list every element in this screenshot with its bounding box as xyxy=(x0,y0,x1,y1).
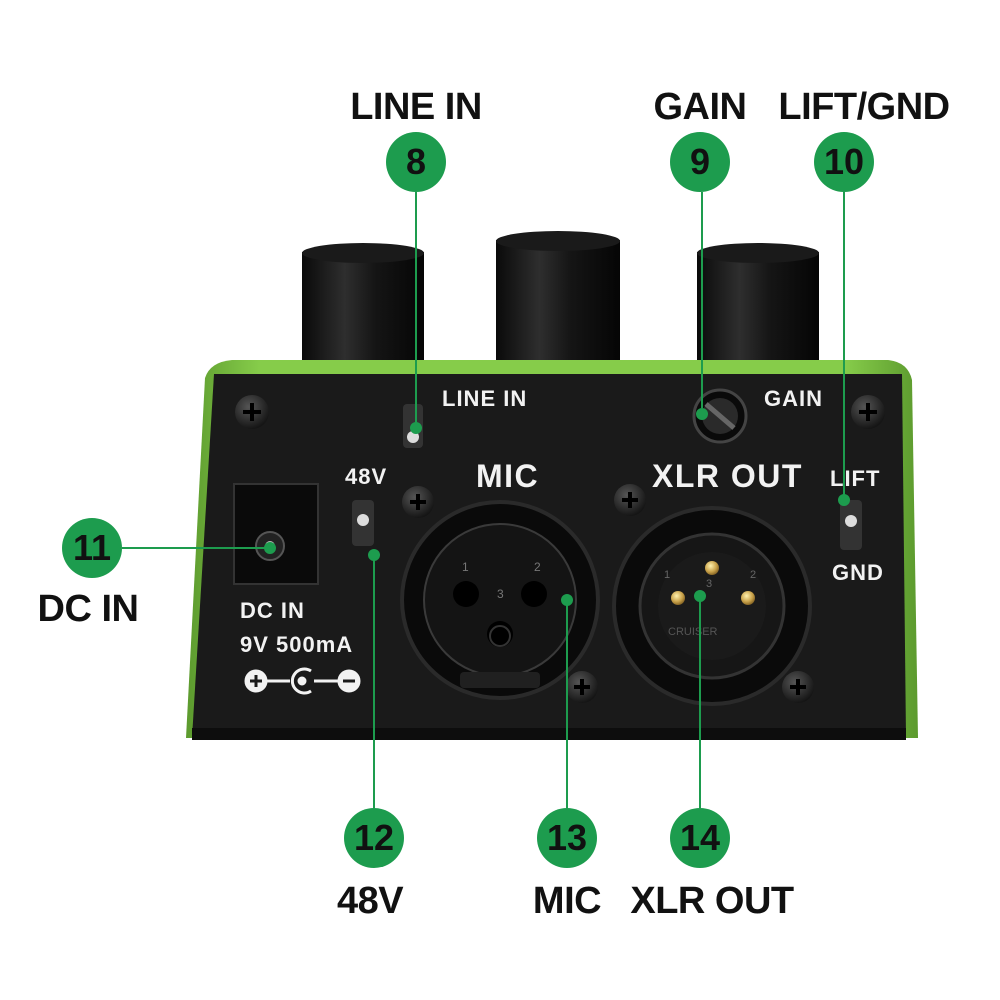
screw-icon xyxy=(235,395,269,429)
xlr-female-icon[interactable] xyxy=(400,500,600,700)
screw-icon xyxy=(851,395,885,429)
callout-label-mic: MIC xyxy=(532,880,602,922)
callout-label-lift-gnd: LIFT/GND xyxy=(778,86,950,128)
panel-label-gnd: GND xyxy=(832,560,884,585)
callout-label-xlr-out: XLR OUT xyxy=(630,880,794,922)
knob-center[interactable] xyxy=(496,231,620,362)
xlr-pin-label: 1 xyxy=(664,569,670,581)
callout-badge-9: 9 xyxy=(670,132,730,192)
panel-label-dc-in: DC IN xyxy=(240,598,305,623)
xlr-pin-label: 2 xyxy=(750,569,756,581)
callout-badge-10: 10 xyxy=(814,132,874,192)
mic-pin-label: 3 xyxy=(497,587,504,601)
xlr-male-icon[interactable] xyxy=(612,506,812,706)
panel-label-line-in: LINE IN xyxy=(442,386,528,411)
gain-trim-pot[interactable] xyxy=(692,388,748,444)
mic-pin-label: 2 xyxy=(534,560,541,574)
callout-badge-8: 8 xyxy=(386,132,446,192)
callout-badge-13: 13 xyxy=(537,808,597,868)
xlr-pin-label: 3 xyxy=(706,578,712,590)
screw-icon xyxy=(782,671,814,703)
dc-jack[interactable] xyxy=(233,483,319,585)
panel-label-gain: GAIN xyxy=(764,386,823,411)
knob-line-in[interactable] xyxy=(302,243,424,364)
callout-badge-11: 11 xyxy=(62,518,122,578)
panel-label-48v: 48V xyxy=(345,464,388,489)
phantom-48v-toggle-switch-icon[interactable] xyxy=(352,500,374,546)
callout-label-dc-in: DC IN xyxy=(37,588,139,630)
panel-label-xlr-out: XLR OUT xyxy=(652,458,803,494)
leader-lines xyxy=(122,192,850,808)
screw-icon xyxy=(614,484,646,516)
callout-label-gain: GAIN xyxy=(653,86,748,128)
panel-label-lift: LIFT xyxy=(830,466,881,491)
screw-icon xyxy=(566,671,598,703)
callout-badge-12: 12 xyxy=(344,808,404,868)
xlr-brand-text: CRUISER xyxy=(668,626,718,638)
mic-pin-label: 1 xyxy=(462,560,469,574)
callout-label-48v: 48V xyxy=(336,880,404,922)
panel-label-mic: MIC xyxy=(476,458,540,494)
screw-icon xyxy=(402,486,434,518)
callout-label-line-in: LINE IN xyxy=(350,86,482,128)
panel-label-power-spec: 9V 500mA xyxy=(240,632,354,657)
callout-badge-14: 14 xyxy=(670,808,730,868)
lift-gnd-toggle-switch-icon[interactable] xyxy=(840,500,862,550)
knob-gain[interactable] xyxy=(697,243,819,364)
polarity-icon xyxy=(244,667,361,695)
